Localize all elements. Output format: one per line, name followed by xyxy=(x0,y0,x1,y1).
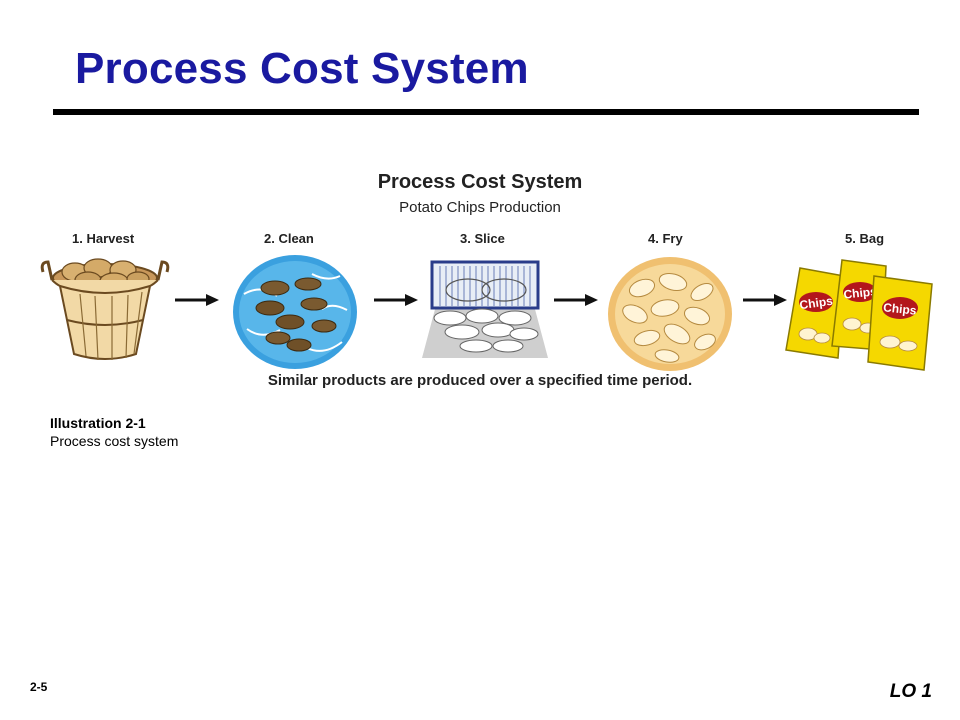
arrow-icon xyxy=(743,294,787,306)
step-label-slice: 3. Slice xyxy=(460,231,505,246)
step-label-bag: 5. Bag xyxy=(845,231,885,246)
learning-objective: LO 1 xyxy=(889,681,932,702)
bag-brand-text: Chips xyxy=(799,294,834,313)
step-label-clean: 2. Clean xyxy=(264,231,314,246)
figure-caption: Similar products are produced over a spe… xyxy=(267,372,693,389)
arrow-icon xyxy=(374,294,418,306)
arrow-icon xyxy=(554,294,598,306)
figure-title: Process Cost System xyxy=(377,171,583,193)
page-number: 2-5 xyxy=(30,680,48,694)
chip-bags-icon: Chips Chips Chips xyxy=(785,259,933,371)
slide-title: Process Cost System xyxy=(75,44,529,93)
arrow-icon xyxy=(175,294,219,306)
bag-brand-text: Chips xyxy=(883,300,918,317)
step-label-fry: 4. Fry xyxy=(648,231,683,246)
illustration-caption: Process cost system xyxy=(50,433,179,449)
slicer-icon xyxy=(422,260,548,358)
title-underline xyxy=(53,109,919,115)
basket-of-potatoes-icon xyxy=(40,258,170,361)
washing-potatoes-icon xyxy=(233,255,357,369)
figure-subtitle: Potato Chips Production xyxy=(399,199,561,216)
illustration-label: Illustration 2-1 xyxy=(50,415,146,431)
step-label-harvest: 1. Harvest xyxy=(72,231,135,246)
bag-brand-text: Chips xyxy=(843,284,878,301)
fried-chips-icon xyxy=(608,257,732,371)
